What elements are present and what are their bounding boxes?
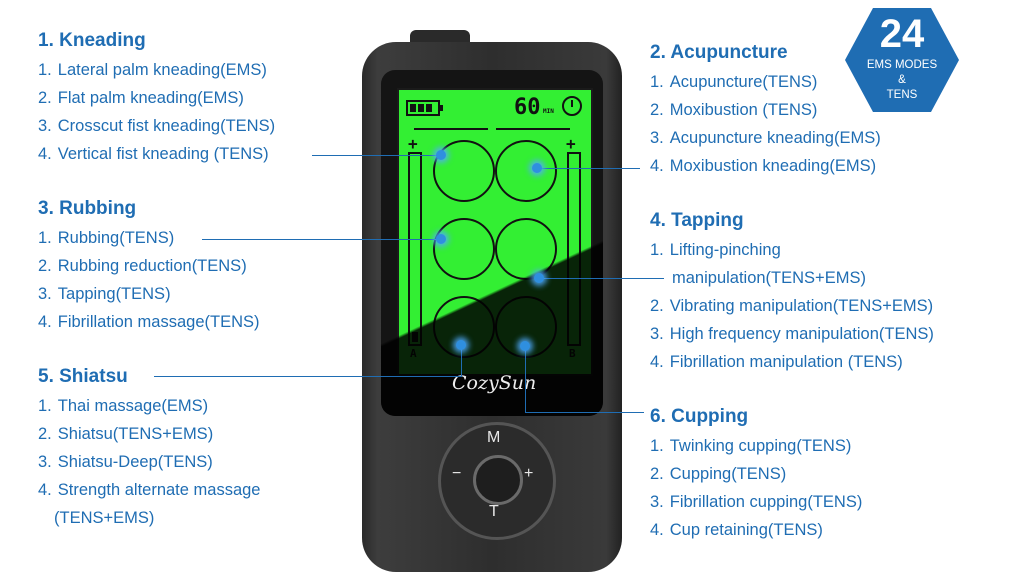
list-item: 2.Cupping(TENS): [650, 465, 787, 483]
list-item: 2.Moxibustion (TENS): [650, 101, 818, 119]
highlight-dot: [456, 340, 466, 350]
plus-button[interactable]: +: [524, 465, 534, 482]
highlight-dot: [532, 163, 542, 173]
list-item: 3.Acupuncture kneading(EMS): [650, 129, 881, 147]
connector-line: [525, 412, 644, 413]
modes-badge: [845, 8, 959, 112]
screen-reflection: [381, 200, 603, 416]
badge-label: TENS: [886, 89, 918, 101]
list-item: 3.Fibrillation cupping(TENS): [650, 493, 863, 511]
tapping-title: 4. Tapping: [650, 210, 744, 231]
list-item: 2.Rubbing reduction(TENS): [38, 257, 247, 275]
rubbing-title: 3. Rubbing: [38, 198, 137, 219]
list-item: 1.Twinking cupping(TENS): [650, 437, 852, 455]
plus-icon: +: [566, 134, 576, 153]
list-item: 1.Lateral palm kneading(EMS): [38, 61, 267, 79]
lcd-divider: [496, 128, 570, 130]
connector-line: [202, 239, 440, 240]
connector-line: [312, 155, 440, 156]
center-button[interactable]: [473, 455, 523, 505]
device-clip: [410, 30, 470, 44]
mode-button[interactable]: M: [487, 429, 501, 446]
list-item: 1.Thai massage(EMS): [38, 397, 209, 415]
badge-number: 24: [879, 12, 925, 56]
list-item-continuation: manipulation(TENS+EMS): [672, 269, 866, 287]
list-item: 4.Moxibustion kneading(EMS): [650, 157, 877, 175]
cupping-title: 6. Cupping: [650, 406, 749, 427]
connector-line: [525, 346, 526, 412]
list-item: 2.Vibrating manipulation(TENS+EMS): [650, 297, 934, 315]
shiatsu-title: 5. Shiatsu: [38, 366, 128, 387]
minus-button[interactable]: −: [452, 465, 462, 482]
list-item-continuation: (TENS+EMS): [54, 509, 155, 527]
list-item: 4.Cup retaining(TENS): [650, 521, 823, 539]
connector-line: [540, 278, 664, 279]
plus-icon: +: [408, 134, 418, 153]
timer-button[interactable]: T: [489, 503, 499, 520]
list-item: 1.Lifting-pinching: [650, 241, 781, 259]
highlight-dot: [436, 150, 446, 160]
connector-line: [538, 168, 640, 169]
list-item: 2.Flat palm kneading(EMS): [38, 89, 244, 107]
list-item: 4.Fibrillation massage(TENS): [38, 313, 260, 331]
acupuncture-title: 2. Acupuncture: [650, 42, 788, 63]
highlight-dot: [534, 273, 544, 283]
list-item: 1.Acupuncture(TENS): [650, 73, 818, 91]
highlight-dot: [436, 234, 446, 244]
list-item: 4.Strength alternate massage: [38, 481, 261, 499]
timer-unit: MIN: [543, 108, 554, 115]
clock-icon: [562, 96, 582, 116]
timer-value: 60: [514, 95, 541, 120]
badge-label: &: [898, 74, 906, 86]
list-item: 3.Shiatsu-Deep(TENS): [38, 453, 213, 471]
list-item: 3.Crosscut fist kneading(TENS): [38, 117, 276, 135]
lcd-divider: [414, 128, 488, 130]
list-item: 3.High frequency manipulation(TENS): [650, 325, 934, 343]
battery-icon: [406, 100, 443, 116]
list-item: 4.Fibrillation manipulation (TENS): [650, 353, 903, 371]
connector-line: [154, 376, 462, 377]
list-item: 4.Vertical fist kneading (TENS): [38, 145, 269, 163]
mode-acupuncture-icon: [495, 140, 557, 202]
list-item: 1.Rubbing(TENS): [38, 229, 175, 247]
connector-line: [461, 345, 462, 376]
list-item: 2.Shiatsu(TENS+EMS): [38, 425, 214, 443]
kneading-title: 1. Kneading: [38, 30, 146, 51]
highlight-dot: [520, 341, 530, 351]
list-item: 3.Tapping(TENS): [38, 285, 171, 303]
brand-logo: CozySun: [452, 372, 537, 394]
badge-label: EMS MODES: [866, 59, 938, 71]
